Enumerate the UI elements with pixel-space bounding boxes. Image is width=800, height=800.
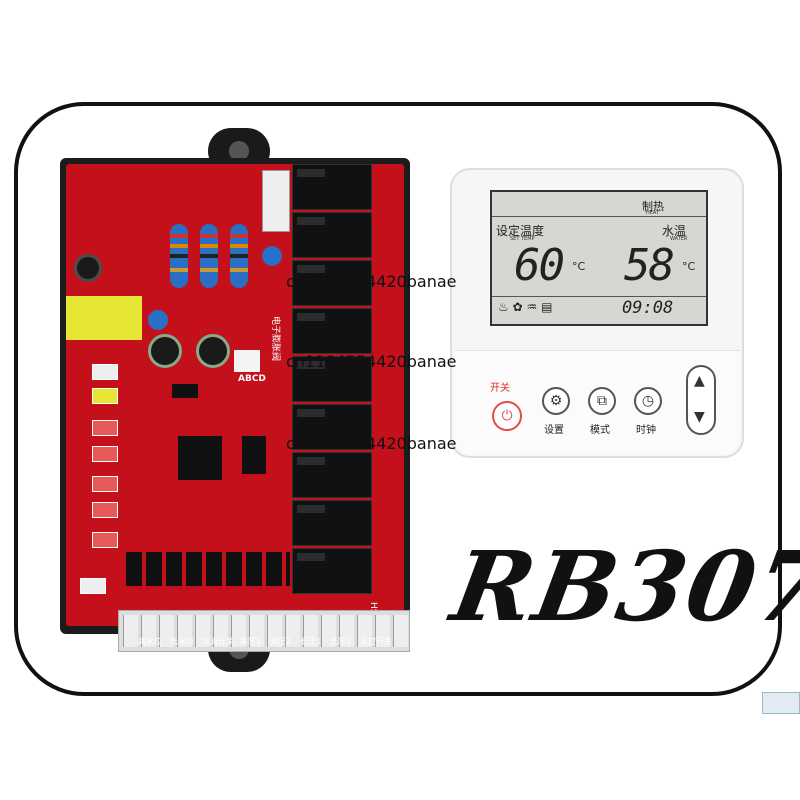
set-temp-value: 60 [514, 240, 565, 291]
relay [292, 404, 372, 450]
relay [292, 452, 372, 498]
valve-silkscreen: 电子膨胀阀 [270, 315, 281, 362]
tank-icon: ▤ [541, 300, 553, 314]
terminal-block [118, 610, 410, 652]
clock-button[interactable]: ◷ [634, 387, 662, 415]
capacitor [196, 334, 230, 368]
transformer [66, 296, 142, 340]
model-name: RB307 [444, 530, 800, 643]
mounting-hole [229, 141, 249, 161]
resistor [170, 224, 188, 288]
down-arrow-icon[interactable]: ▼ [694, 409, 705, 425]
connector [92, 420, 118, 436]
relay [292, 500, 372, 546]
set-temp-label: 设定温度 [496, 224, 545, 238]
relay [292, 356, 372, 402]
connector [92, 532, 118, 548]
relay-row [126, 552, 290, 586]
terminal-label: 高水位 [138, 637, 162, 646]
set-temp-unit: °C [572, 260, 586, 273]
terminal-label: 低水位 [170, 637, 194, 646]
watermark-text: cn1104554420banae [286, 272, 457, 291]
terminal-label: 温控开关 [360, 637, 392, 646]
relay [292, 164, 372, 210]
wall-controller: 制热 HEAT 设定温度 SET TEMP 水温 WATER 60 °C 58 … [450, 168, 744, 458]
relay [292, 308, 372, 354]
mode-label-en: HEAT [646, 210, 660, 216]
connector [92, 476, 118, 492]
relay [292, 212, 372, 258]
relay [292, 260, 372, 306]
watermark-text: cn1104554420banae [286, 352, 457, 371]
water-temp-unit: °C [682, 260, 696, 273]
mode-label: 模式 [590, 425, 610, 436]
ic-chip [172, 384, 198, 398]
watermark-text: cn1104554420banae [286, 434, 457, 453]
connector [92, 446, 118, 462]
abcd-silkscreen: ABCD [238, 374, 266, 384]
capacitor [148, 334, 182, 368]
relay [292, 548, 372, 594]
lcd-divider [492, 296, 706, 297]
connector [92, 364, 118, 380]
gear-icon: ⚙ [549, 393, 563, 409]
controller-board: 电子膨胀阀 ABCD HSRB307 高水位 低水位 水流开关 高压1 高压2 … [60, 128, 410, 672]
power-label: 开关 [490, 383, 510, 394]
water-temp-label-en: WATER [670, 236, 688, 242]
settings-label: 设置 [544, 425, 564, 436]
mode-button[interactable]: ⧉ [588, 387, 616, 415]
water-temp-label: 水温 [662, 224, 687, 238]
microcontroller-chip [178, 436, 222, 480]
fuse-holder [262, 170, 290, 232]
power-icon: ⏻ [501, 408, 513, 424]
fan-icon: ✿ [512, 300, 523, 314]
clock-display: 09:08 [622, 298, 674, 318]
header-connector [234, 350, 260, 372]
resistor [230, 224, 248, 288]
connector [80, 578, 106, 594]
ic-chip [242, 436, 266, 474]
settings-button[interactable]: ⚙ [542, 387, 570, 415]
capacitor [262, 246, 282, 266]
connector [92, 502, 118, 518]
mode-label: 制热 [642, 200, 664, 213]
terminal-label: 高压1 [240, 637, 262, 646]
capacitor [74, 254, 102, 282]
terminal-label: 低压2 [330, 637, 352, 646]
up-arrow-icon[interactable]: ▲ [694, 373, 705, 389]
mode-icon: ⧉ [597, 393, 607, 409]
heater-icon: ♒ [526, 300, 538, 314]
set-temp-label-en: SET TEMP [510, 236, 535, 242]
water-level-icon: ♨ [498, 300, 509, 314]
water-temp-value: 58 [624, 240, 675, 291]
board-enclosure: 电子膨胀阀 ABCD HSRB307 高水位 低水位 水流开关 高压1 高压2 … [60, 158, 410, 652]
capacitor [148, 310, 168, 330]
clock-icon: ◷ [641, 393, 655, 409]
lcd-display: 制热 HEAT 设定温度 SET TEMP 水温 WATER 60 °C 58 … [490, 190, 708, 326]
circuit-board: 电子膨胀阀 ABCD HSRB307 高水位 低水位 水流开关 高压1 高压2 … [66, 164, 410, 652]
resistor [200, 224, 218, 288]
up-down-rocker[interactable]: ▲ ▼ [686, 365, 716, 435]
keypad: 开关 ⏻ ⚙ 设置 ⧉ 模式 ◷ 时钟 ▲ ▼ [454, 350, 740, 455]
power-button[interactable]: ⏻ [492, 401, 522, 431]
status-icons: ♨ ✿ ♒ ▤ [498, 300, 552, 314]
clock-label: 时钟 [636, 425, 656, 436]
terminal-label: 低压1 [300, 637, 322, 646]
terminal-label: 高压2 [270, 637, 292, 646]
connector [92, 388, 118, 404]
lcd-divider [492, 216, 706, 217]
terminal-label: 水流开关 [202, 637, 234, 646]
thumbnail-icon[interactable] [762, 692, 800, 714]
